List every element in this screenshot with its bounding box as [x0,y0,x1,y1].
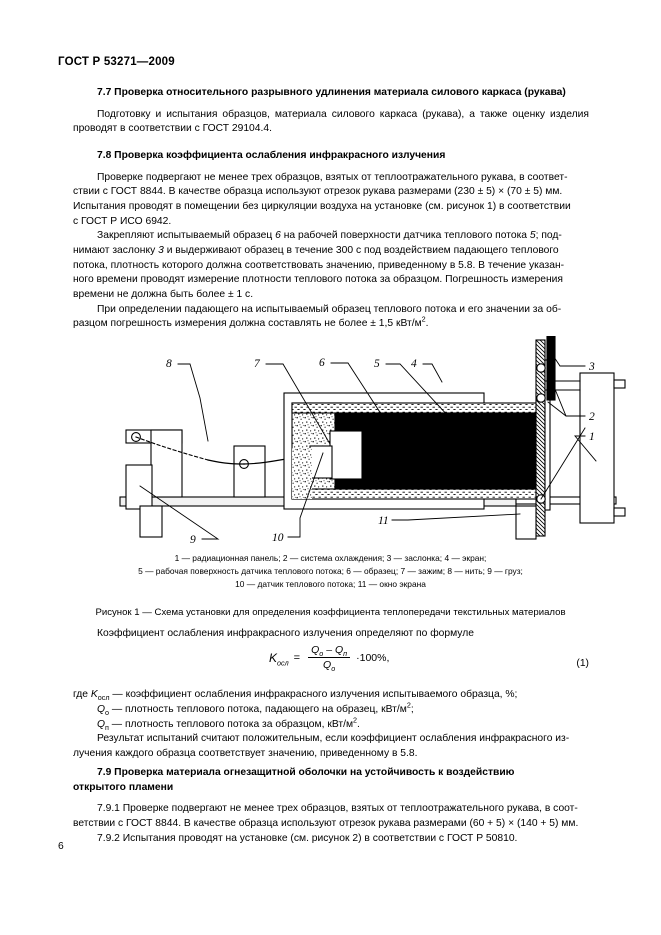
callout-9: 9 [190,534,196,546]
superscript-2: 2 [421,314,426,324]
figure-ref-6: 6 [275,230,281,242]
text-run: ; под- [535,230,562,242]
clause-7-9-heading: 7.9 Проверка материала огнезащитной обол… [73,766,589,795]
text-run: времени не должна быть более ± 1 с. [73,288,254,300]
spacer [73,795,589,802]
formula-tail: ·100%, [356,651,390,664]
text-run: ного времени проводят измерение плотност… [73,274,563,286]
text-run: на рабочей поверхности датчика теплового… [280,230,530,242]
clause-7-8-paragraph-3: При определении падающего на испытываемы… [73,303,589,332]
formula-denominator: Qо [323,659,336,674]
spacer [73,101,589,108]
main-text-column: 7.7 Проверка относительного разрывного у… [73,86,589,332]
radiation-panel-housing [283,392,541,510]
figure-ref-5: 5 [529,230,536,242]
callout-4: 4 [411,358,417,370]
formula-fraction: Qо – Qп Qо [308,644,351,674]
text-run: Проверке подвергают не менее трех образц… [97,171,568,183]
apparatus-schematic-svg: 8 7 6 5 4 3 2 1 9 10 11 [119,333,626,546]
formula-intro-text: Коэффициент ослабления инфракрасного изл… [97,628,474,639]
text-run: 7.9 Проверка материала огнезащитной обол… [97,767,515,778]
where-line-qo: Qо — плотность теплового потока, падающе… [97,700,414,717]
clause-7-9-1-paragraph: 7.9.1 Проверке подвергают не менее трех … [73,802,589,831]
figure-1: 8 7 6 5 4 3 2 1 9 10 11 1 — радиационная… [0,333,661,619]
figure-legend-line-3: 10 — датчик теплового потока; 11 — окно … [235,579,426,590]
callout-3: 3 [588,361,595,373]
callout-number-group: 8 7 6 5 4 3 2 1 9 10 11 [166,357,595,546]
callout-1: 1 [589,431,595,443]
text-run: с ГОСТ Р ИСО 6942. [73,215,172,227]
text-run: Результат испытаний считают положительны… [97,733,570,745]
text-run: . [425,318,429,330]
callout-5: 5 [374,358,380,370]
formula-1-expression: Kосл = Qо – Qп Qо ·100%, [269,644,390,674]
result-paragraph: Результат испытаний считают положительны… [73,732,589,762]
text-run: 7.9.1 Проверке подвергают не менее трех … [97,803,578,815]
figure-legend-line-1: 1 — радиационная панель; 2 — система охл… [174,553,487,563]
text-run: лучения каждого образца соответствует зн… [73,748,418,760]
clause-7-9-block: 7.9 Проверка материала огнезащитной обол… [73,766,589,846]
figure-1-legend: 1 — радиационная панель; 2 — система охл… [0,552,661,591]
figure-ref-3: 3 [158,244,164,256]
callout-2: 2 [589,411,595,423]
formula-lhs-symbol: Kосл [269,650,289,667]
text-run: и выдерживают образец в течение 300 с по… [163,244,559,256]
clause-7-8-heading: 7.8 Проверка коэффициента ослабления инф… [97,149,446,161]
text-run: потока, плотность которого должна соотве… [73,259,565,271]
spacer [73,137,589,149]
where-line-k: где Kосл — коэффициент ослабления инфрак… [73,689,518,703]
formula-variable-definitions: где Kосл — коэффициент ослабления инфрак… [73,688,589,762]
figure-1-caption: Рисунок 1 — Схема установки для определе… [95,607,566,619]
shutter-assembly [536,333,556,504]
clause-7-8-paragraph-1: Проверке подвергают не менее трех образц… [73,171,589,230]
callout-10: 10 [272,532,284,544]
left-pulley-stand [125,429,183,538]
formula-1-row: Kосл = Qо – Qп Qо ·100%, (1) [73,644,589,684]
mid-pulley-post [233,445,266,498]
where-line-qp: Qп — плотность теплового потока за образ… [97,715,360,732]
figure-1-drawing: 8 7 6 5 4 3 2 1 9 10 11 [0,333,661,548]
formula-intro-wrap: Коэффициент ослабления инфракрасного изл… [73,627,589,642]
text-run: разцом погрешность измерения должна сост… [73,318,422,330]
clause-7-7-heading: 7.7 Проверка относительного разрывного у… [97,87,566,98]
clause-7-9-2-paragraph: 7.9.2 Испытания проводят на установке (с… [97,832,518,844]
text-run: ствии с ГОСТ 8844. В качестве образца ис… [73,186,563,198]
formula-number-1: (1) [576,658,589,669]
formula-numerator: Qо – Qп [308,644,351,658]
formula-lhs-subscript: осл [277,657,289,667]
text-run: нимают заслонку [73,244,159,256]
spacer [73,164,589,171]
callout-6: 6 [319,357,325,369]
text-run: Испытания проводят в помещении без цирку… [73,200,571,212]
callout-8: 8 [166,358,172,370]
document-header-standard-number: ГОСТ Р 53271—2009 [58,56,175,68]
figure-legend-line-2: 5 — рабочая поверхность датчика тепловог… [138,566,523,577]
text-run: Закрепляют испытываемый образец [97,230,276,242]
callout-7: 7 [254,358,261,370]
formula-equals: = [293,651,301,664]
clause-7-8-paragraph-2: Закрепляют испытываемый образец 6 на раб… [73,229,589,302]
text-run: При определении падающего на испытываемы… [97,303,562,315]
callout-leaders [139,347,597,540]
callout-11: 11 [378,515,389,527]
clause-7-7-paragraph: Подготовку и испытания образцов, материа… [73,108,589,135]
text-run: ветствии с ГОСТ 8844. В качестве образца… [73,817,579,829]
page-number: 6 [58,841,64,852]
text-run: открытого пламени [73,781,174,793]
